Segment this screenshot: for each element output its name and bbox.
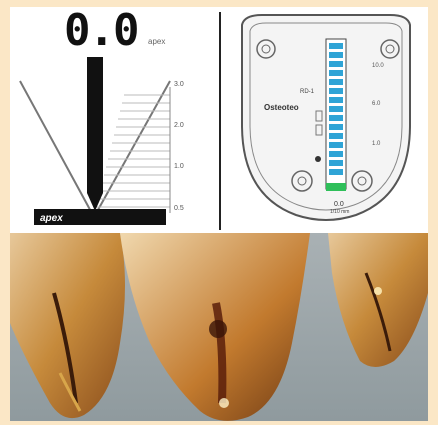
led-segments xyxy=(329,43,343,175)
tick-label: 1.0 xyxy=(174,163,184,170)
device-scale-label: 10.0 xyxy=(372,63,384,69)
device-bottom-unit: 1/10 mm xyxy=(330,209,349,215)
device-graphic xyxy=(222,7,428,233)
device-scale-label: 6.0 xyxy=(372,101,380,107)
device-scale-label: 1.0 xyxy=(372,141,380,147)
apex-diagram-panel: 0.0 apex xyxy=(10,7,218,233)
apex-diagram-graphic xyxy=(10,7,218,233)
device-panel: RD-1 Osteoteo 10.0 6.0 1.0 0.0 1/10 mm xyxy=(222,7,428,233)
figure-frame: 0.0 apex xyxy=(10,7,428,421)
device-model-label: RD-1 xyxy=(300,89,314,95)
apex-bar-label: apex xyxy=(40,213,63,224)
device-bottom-reading: 0.0 xyxy=(334,201,344,208)
tick-label: 0.5 xyxy=(174,205,184,212)
tick-label: 3.0 xyxy=(174,81,184,88)
device-brand-label: Osteoteo xyxy=(264,103,299,112)
power-indicator-icon xyxy=(315,156,321,162)
tooth-photo xyxy=(10,233,428,421)
led-apex-green xyxy=(326,183,346,191)
scale-hatching xyxy=(96,95,170,207)
tick-label: 2.0 xyxy=(174,122,184,129)
panel-divider xyxy=(219,12,221,230)
file-instrument xyxy=(87,57,103,193)
